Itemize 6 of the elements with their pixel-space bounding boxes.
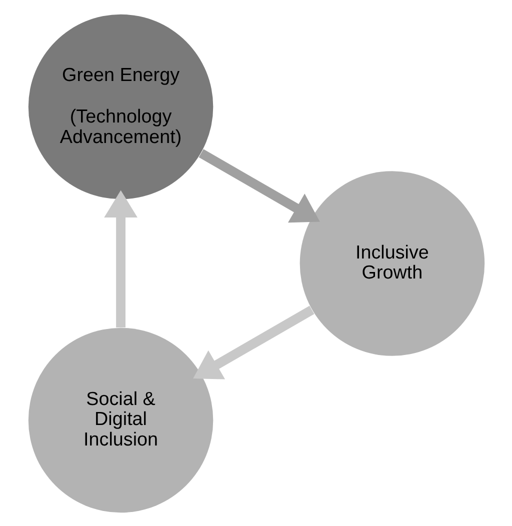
arrow	[104, 190, 137, 327]
node-circle: Green Energy (Technology Advancement)	[28, 14, 213, 199]
arrow	[192, 305, 314, 379]
arrow	[198, 148, 320, 222]
node-circle: Inclusive Growth	[299, 170, 484, 356]
node-circle: Social & Digital Inclusion	[28, 327, 213, 512]
